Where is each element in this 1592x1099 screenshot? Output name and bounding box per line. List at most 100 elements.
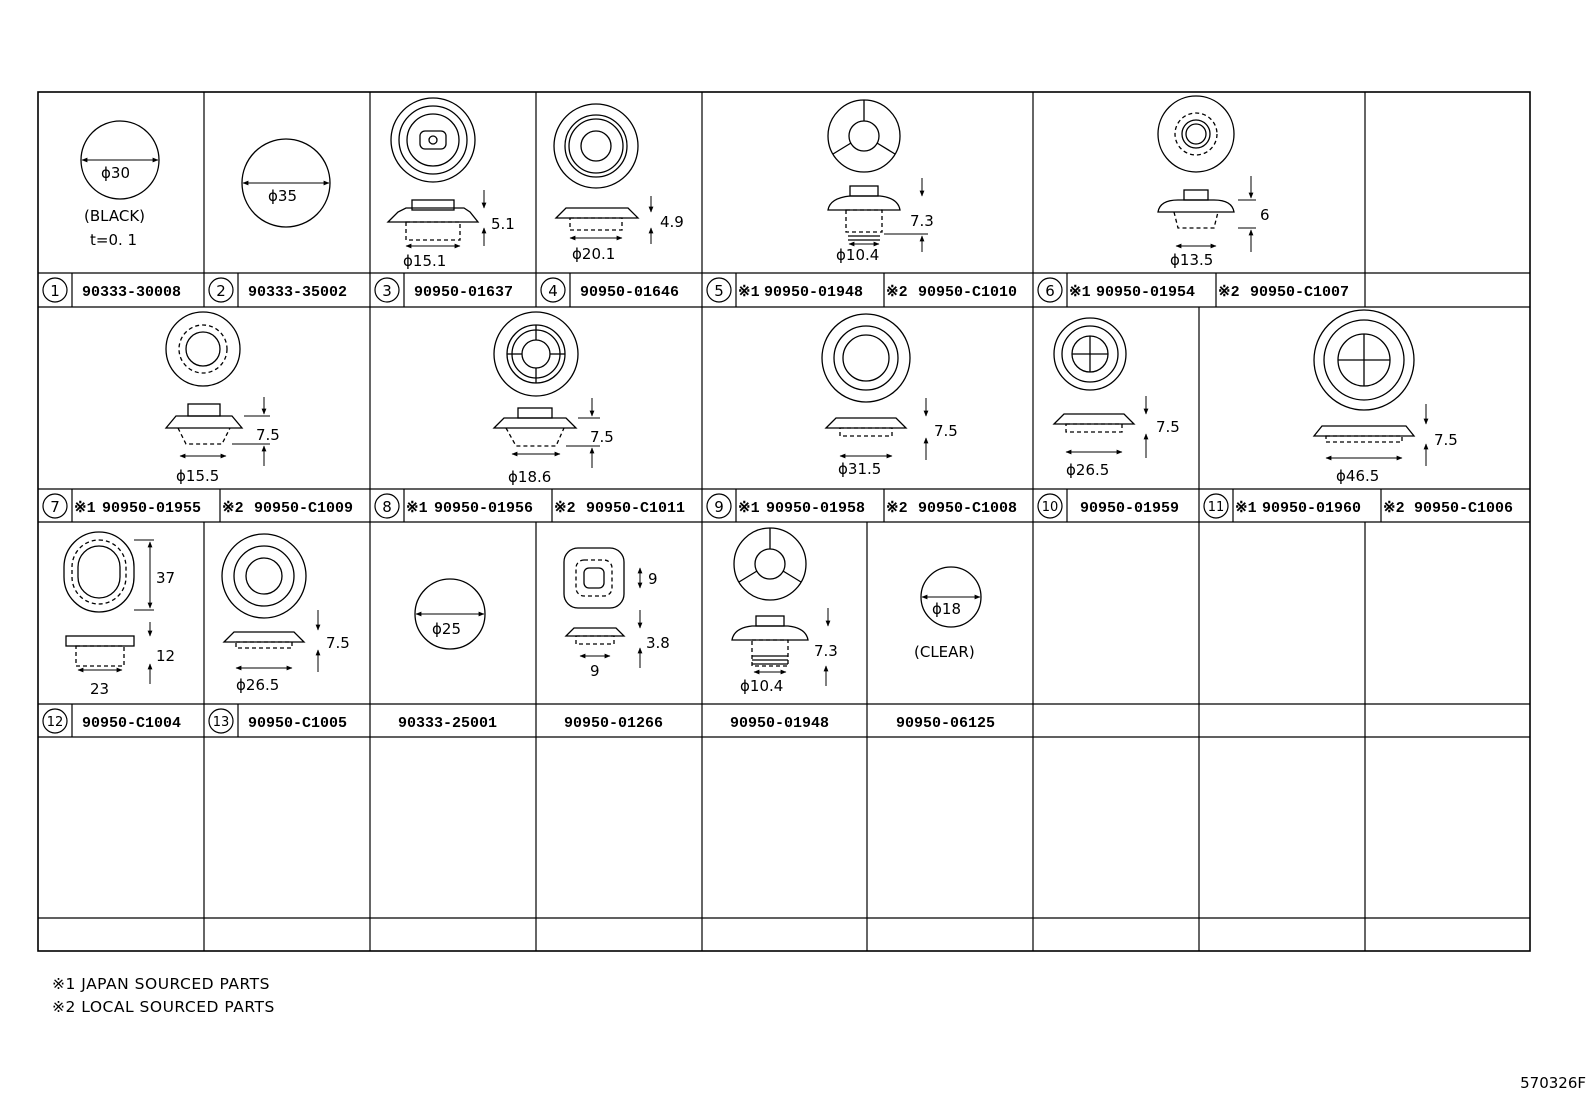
cell7-diameter: ϕ15.5 <box>176 467 219 485</box>
part-number-japan: 90950-01948 <box>764 284 863 301</box>
num-6: 6 <box>1045 282 1055 300</box>
part-number-japan: 90950-01956 <box>434 500 533 517</box>
num-11: 11 <box>1208 500 1225 515</box>
part-number: 90333-25001 <box>398 715 497 732</box>
num-circle-8 <box>374 493 400 519</box>
cell6-height: 6 <box>1260 206 1270 224</box>
num-circle-10 <box>1037 493 1063 519</box>
cell11-drawing <box>1312 309 1429 466</box>
source-mark: ※2 <box>1218 284 1240 301</box>
num-circle-12 <box>42 708 68 734</box>
num-2: 2 <box>216 282 226 300</box>
cell17-diameter: ϕ18 <box>932 600 961 618</box>
num-circle-6 <box>1037 277 1063 303</box>
num-circle-1 <box>42 277 68 303</box>
cell13-drawing <box>221 533 321 672</box>
cell15-width: 9 <box>590 662 600 680</box>
cell6-diameter: ϕ13.5 <box>1170 251 1213 269</box>
source-mark: ※1 <box>406 500 428 517</box>
part-number-japan: 90950-01958 <box>766 500 865 517</box>
cell13-height: 7.5 <box>326 634 350 652</box>
part-number: 90950-C1005 <box>248 715 347 732</box>
cell8-drawing <box>492 311 600 468</box>
part-number: 90333-30008 <box>82 284 181 301</box>
num-circle-7 <box>42 493 68 519</box>
num-8: 8 <box>382 498 392 516</box>
num-circle-11 <box>1203 493 1229 519</box>
source-mark: ※1 <box>1235 500 1257 517</box>
num-12: 12 <box>47 715 64 730</box>
cell12-drawing <box>63 531 154 684</box>
cell10-height: 7.5 <box>1156 418 1180 436</box>
part-number-local: 90950-C1008 <box>918 500 1017 517</box>
cell15-size: 9 <box>648 570 658 588</box>
part-number-japan: 90950-01960 <box>1262 500 1361 517</box>
source-mark: ※2 <box>886 500 908 517</box>
footnote-japan-sourced: ※1 JAPAN SOURCED PARTS <box>52 975 270 993</box>
footnote-local-sourced: ※2 LOCAL SOURCED PARTS <box>52 998 275 1016</box>
part-number-local: 90950-C1011 <box>586 500 685 517</box>
source-mark: ※2 <box>1383 500 1405 517</box>
num-1: 1 <box>50 282 60 300</box>
cell9-drawing <box>821 313 929 460</box>
num-9: 9 <box>714 498 724 516</box>
cell15-height: 3.8 <box>646 634 670 652</box>
cell2-drawing <box>241 138 331 228</box>
part-number: 90950-01637 <box>414 284 513 301</box>
num-5: 5 <box>714 282 724 300</box>
num-13: 13 <box>213 715 230 730</box>
num-circle-3 <box>374 277 400 303</box>
part-number: 90950-01948 <box>730 715 829 732</box>
cell16-diameter: ϕ10.4 <box>740 677 783 695</box>
cell1-color: (BLACK) <box>84 207 145 225</box>
cell8-diameter: ϕ18.6 <box>508 468 551 486</box>
cell1-thickness: t=0. 1 <box>90 231 137 249</box>
cell4-diameter: ϕ20.1 <box>572 245 615 263</box>
cell14-diameter: ϕ25 <box>432 620 461 638</box>
cell12-length: 37 <box>156 569 175 587</box>
cell6-drawing <box>1157 95 1256 252</box>
part-number-local: 90950-C1009 <box>254 500 353 517</box>
cell10-diameter: ϕ26.5 <box>1066 461 1109 479</box>
part-number: 90950-01959 <box>1080 500 1179 517</box>
cell4-height: 4.9 <box>660 213 684 231</box>
cell4-drawing <box>553 103 654 244</box>
source-mark: ※1 <box>74 500 96 517</box>
num-circle-9 <box>706 493 732 519</box>
cell11-diameter: ϕ46.5 <box>1336 467 1379 485</box>
num-4: 4 <box>548 282 558 300</box>
cell12-height: 12 <box>156 647 175 665</box>
source-mark: ※1 <box>738 284 760 301</box>
part-number: 90950-06125 <box>896 715 995 732</box>
cell10-drawing <box>1052 317 1149 458</box>
cell13-diameter: ϕ26.5 <box>236 676 279 694</box>
cell1-drawing <box>80 120 160 200</box>
part-number: 90950-01646 <box>580 284 679 301</box>
cell11-height: 7.5 <box>1434 431 1458 449</box>
cell16-drawing <box>731 527 831 686</box>
cell7-drawing <box>164 311 270 466</box>
cell3-height: 5.1 <box>491 215 515 233</box>
num-3: 3 <box>382 282 392 300</box>
cell5-diameter: ϕ10.4 <box>836 246 879 264</box>
cell17-color: (CLEAR) <box>914 643 975 661</box>
part-number-local: 90950-C1006 <box>1414 500 1513 517</box>
source-mark: ※1 <box>738 500 760 517</box>
part-number-local: 90950-C1007 <box>1250 284 1349 301</box>
source-mark: ※2 <box>886 284 908 301</box>
part-number: 90950-01266 <box>564 715 663 732</box>
num-10: 10 <box>1042 500 1059 515</box>
cell12-width: 23 <box>90 680 109 698</box>
part-number-japan: 90950-01954 <box>1096 284 1195 301</box>
num-7: 7 <box>50 498 60 516</box>
cell2-diameter: ϕ35 <box>268 187 297 205</box>
cell1-diameter: ϕ30 <box>101 164 130 182</box>
part-number: 90333-35002 <box>248 284 347 301</box>
num-circle-2 <box>208 277 234 303</box>
cell9-diameter: ϕ31.5 <box>838 460 881 478</box>
source-mark: ※2 <box>222 500 244 517</box>
cell3-drawing <box>386 97 487 249</box>
cell3-diameter: ϕ15.1 <box>403 252 446 270</box>
num-circle-5 <box>706 277 732 303</box>
